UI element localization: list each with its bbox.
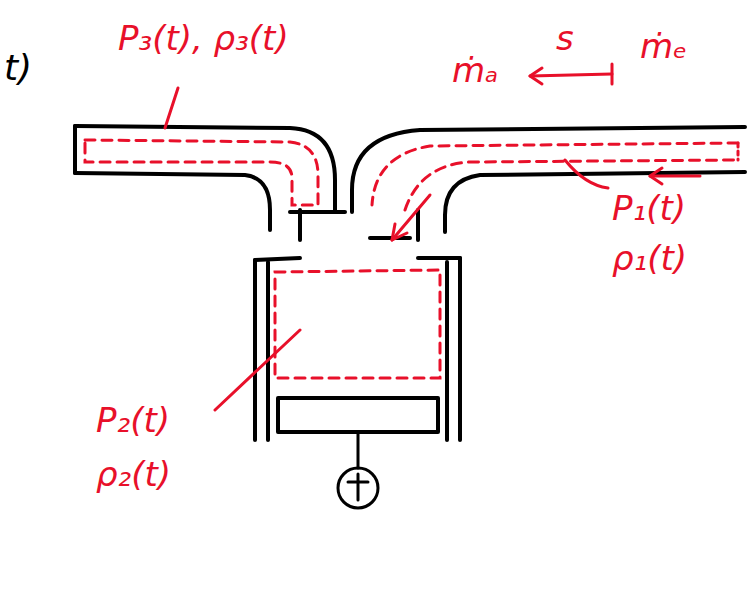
arrow-head bbox=[650, 168, 662, 184]
flow-arrow bbox=[392, 195, 430, 240]
pipe-wall bbox=[75, 173, 270, 230]
flow-arrow bbox=[650, 175, 700, 178]
flange bbox=[298, 210, 302, 240]
flange bbox=[416, 210, 420, 240]
cylinder-wall bbox=[445, 262, 449, 440]
pressure-label: P₁(t) bbox=[612, 190, 686, 227]
coordinate-arrow bbox=[530, 74, 612, 76]
flange bbox=[370, 236, 410, 240]
cylinder-wall bbox=[253, 260, 257, 440]
leader-line bbox=[165, 88, 178, 128]
coordinate-tick bbox=[611, 64, 614, 84]
flange bbox=[290, 210, 345, 214]
control-volume bbox=[275, 270, 440, 378]
cylinder-top bbox=[255, 258, 300, 260]
pipe-end bbox=[73, 126, 77, 173]
control-volume bbox=[737, 143, 740, 160]
piston bbox=[278, 398, 438, 432]
crank-symbol bbox=[348, 474, 368, 500]
density-label: ρ₂(t) bbox=[96, 456, 171, 493]
leader-line bbox=[215, 330, 300, 410]
arrow-head bbox=[530, 68, 542, 84]
cut-label: t) bbox=[4, 48, 32, 88]
pipe-wall bbox=[75, 126, 335, 212]
cylinder-wall bbox=[458, 258, 462, 440]
crank-symbol bbox=[338, 468, 378, 508]
pressure-label: P₂(t) bbox=[96, 402, 170, 439]
density-label: ρ₁(t) bbox=[612, 240, 687, 277]
mass-flow-label: ṁₑ bbox=[640, 28, 687, 65]
mass-flow-label: ṁₐ bbox=[452, 52, 498, 89]
cylinder-top bbox=[418, 256, 460, 260]
coordinate-label: s bbox=[556, 20, 574, 57]
cylinder-wall bbox=[266, 262, 270, 440]
control-volume bbox=[85, 140, 318, 205]
arrow-head bbox=[392, 224, 407, 240]
pipe-wall bbox=[352, 127, 745, 212]
leader-line bbox=[565, 160, 608, 188]
piston-rod bbox=[357, 432, 360, 468]
pipe-wall bbox=[445, 172, 745, 232]
pressure-density-label: P₃(t), ρ₃(t) bbox=[118, 20, 289, 57]
